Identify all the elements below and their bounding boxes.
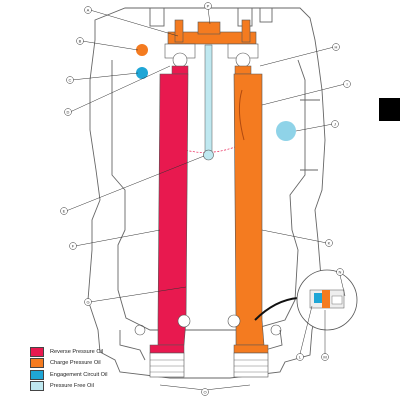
legend-label-reverse: Reverse Pressure Oil (50, 348, 104, 355)
callout-letter: C (69, 77, 72, 82)
legend-row-charge: Charge Pressure Oil (30, 358, 170, 370)
callout-letter: N (339, 269, 342, 274)
legend-label-engagement: Engagement Circuit Oil (50, 371, 108, 378)
callout-markers (60, 2, 351, 396)
legend-row-engagement: Engagement Circuit Oil (30, 369, 170, 381)
charge-indicator-circle (136, 44, 148, 56)
top-valve-body (164, 19, 259, 75)
housing-outline (87, 7, 326, 379)
legend-row-free: Pressure Free Oil (30, 381, 170, 393)
legend-swatch-reverse (30, 346, 44, 357)
callout-letter: J (334, 121, 336, 126)
section-tab-marker (379, 98, 400, 121)
callout-letter: E (63, 208, 66, 213)
legend-swatch-charge (30, 358, 44, 369)
legend-swatch-free (30, 381, 44, 392)
callout-letter: I (346, 81, 347, 86)
callout-letter: D (67, 109, 70, 114)
detail-magnifier (254, 269, 358, 331)
reverse-pressure-column (157, 73, 189, 346)
callout-letter: L (299, 354, 302, 359)
callout-letter: O (203, 389, 206, 394)
charge-pressure-column (233, 73, 265, 346)
legend-swatch-engagement (30, 369, 44, 380)
callout-letter: F (72, 243, 75, 248)
callout-letter: A (87, 7, 90, 12)
legend-row-reverse: Reverse Pressure Oil (30, 346, 170, 358)
free-oil-indicator-circle (276, 121, 296, 141)
legend: Reverse Pressure Oil Charge Pressure Oil… (30, 346, 170, 392)
callout-letter: H (335, 44, 338, 49)
engagement-rod (204, 44, 213, 154)
engagement-indicator-circle (136, 67, 148, 79)
bottom-fittings (149, 344, 269, 378)
callout-letter: G (86, 299, 89, 304)
callout-letter: M (323, 354, 326, 359)
legend-label-free: Pressure Free Oil (50, 383, 94, 390)
legend-label-charge: Charge Pressure Oil (50, 360, 101, 367)
leader-lines (65, 7, 346, 391)
lower-ports (134, 314, 282, 336)
engagement-rod-end (203, 149, 214, 161)
callout-letter: K (328, 240, 331, 245)
callout-letter: B (79, 38, 82, 43)
callout-letter: P (207, 3, 210, 8)
charge-inner-curve (238, 89, 245, 141)
